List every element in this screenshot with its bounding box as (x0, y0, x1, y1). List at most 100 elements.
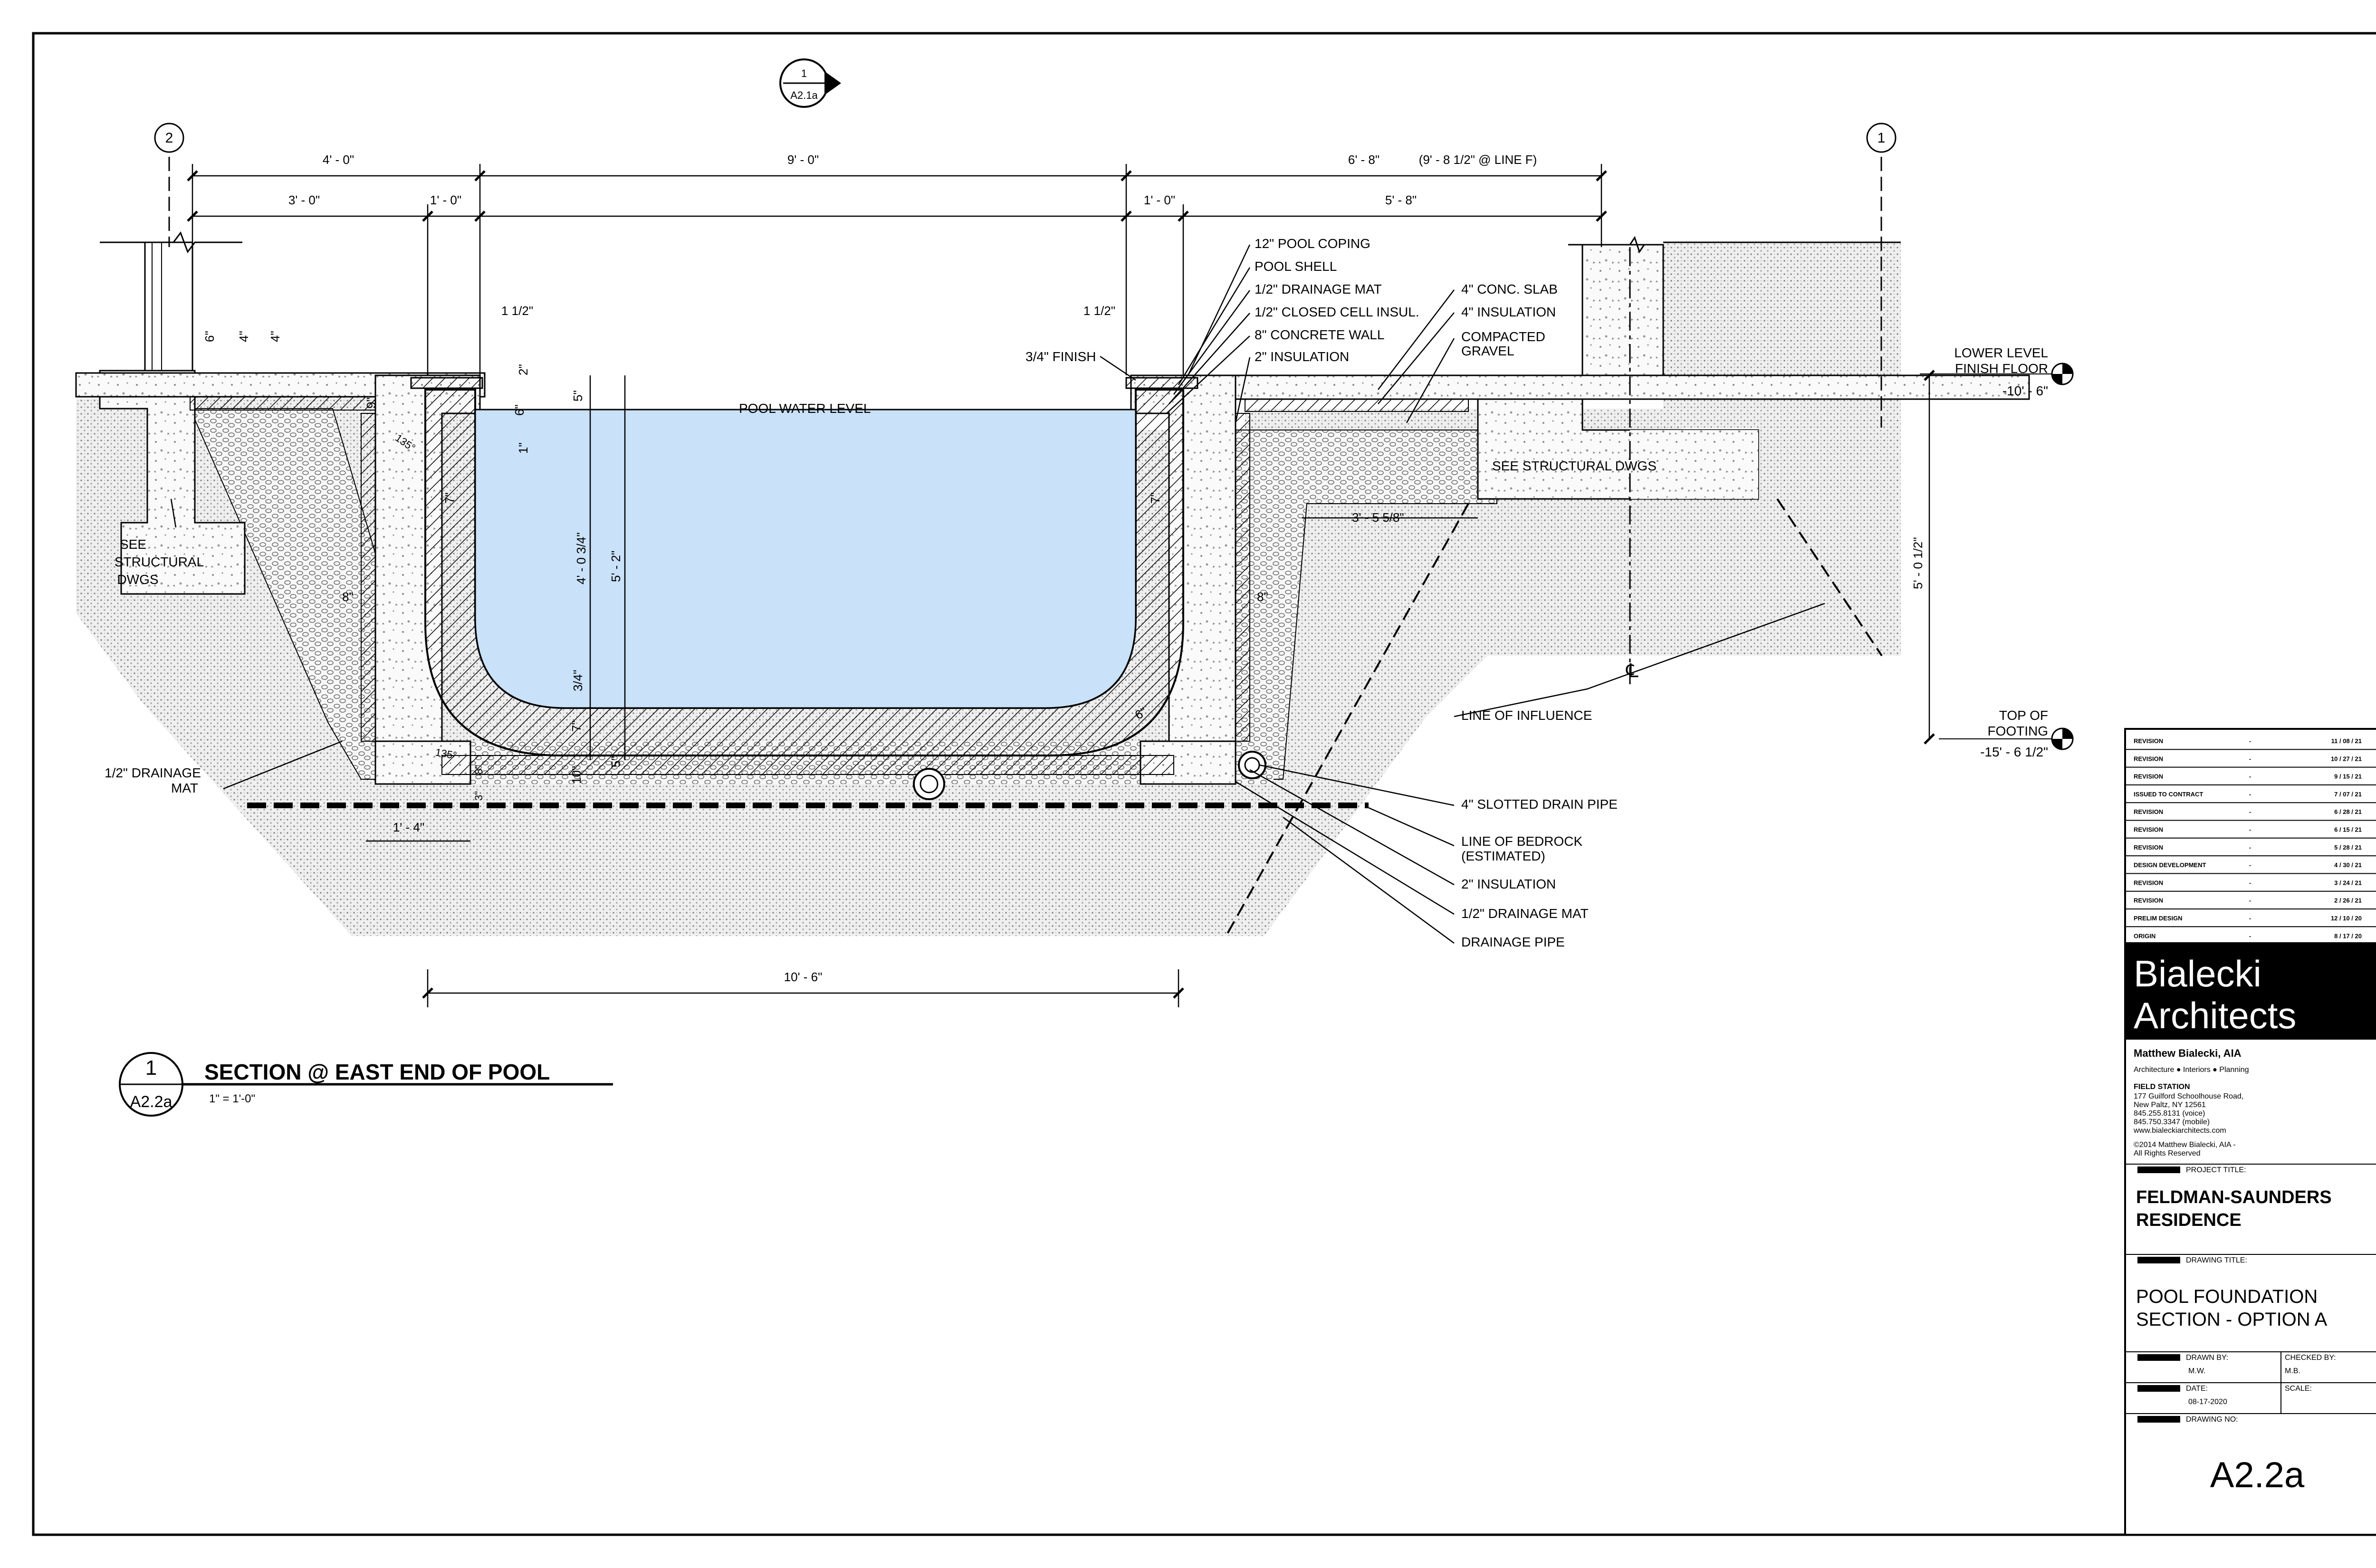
firm-address-2: New Paltz, NY 12561 (2134, 1101, 2206, 1109)
revision-label: REVISION (2134, 737, 2163, 745)
firm-address-3: 845.255.8131 (voice) (2134, 1109, 2205, 1118)
project-title-2: RESIDENCE (2136, 1210, 2242, 1230)
label-concrete-wall: 8" CONCRETE WALL (1255, 327, 1384, 342)
title-block-text: Bialecki Architects Matthew Bialecki, AI… (2133, 953, 2336, 1495)
revision-date: 5 / 28 / 21 (2334, 844, 2362, 851)
checked-by: M.B. (2285, 1367, 2300, 1375)
revision-date: 7 / 07 / 21 (2334, 791, 2362, 798)
dim-7-right: 7" (1148, 492, 1162, 504)
dim-9-0: 9' - 0" (787, 153, 819, 167)
title-block (2124, 728, 2376, 1536)
revision-date: 10 / 27 / 21 (2331, 755, 2362, 762)
firm-name-1: Bialecki (2134, 953, 2261, 994)
dim-5: 5" (571, 390, 585, 402)
grid-bubble-1 (1866, 123, 1897, 153)
label-coping: 12" POOL COPING (1255, 236, 1370, 251)
section-marker-sheet: A2.1a (790, 89, 818, 101)
label-bedrock-2: (ESTIMATED) (1461, 849, 1545, 863)
drawing-number: A2.2a (2210, 1455, 2305, 1495)
revision-date: 3 / 24 / 21 (2334, 879, 2362, 886)
firm-address-1: 177 Guilford Schoolhouse Road, (2134, 1092, 2243, 1100)
firm-services: Architecture ● Interiors ● Planning (2134, 1066, 2249, 1074)
dim-3-4: 3/4" (571, 670, 585, 691)
dim-9: 9" (364, 397, 378, 409)
label-lower-level-elev: -10' - 6" (2002, 383, 2048, 398)
label-drainage-pipe: DRAINAGE PIPE (1461, 935, 1565, 949)
dim-5-2: 5' - 2" (609, 551, 623, 582)
revision-date: 2 / 26 / 21 (2334, 897, 2362, 904)
dim-10: 10" (569, 766, 584, 784)
title-marker-sheet: A2.2a (130, 1093, 172, 1111)
drawing-title-group: 1 A2.2a SECTION @ EAST END OF POOL 1" = … (130, 1056, 550, 1111)
revision-label: ISSUED TO CONTRACT (2134, 791, 2203, 798)
firm-banner (2125, 942, 2376, 1040)
firm-address-4: 845.750.3347 (mobile) (2134, 1118, 2210, 1126)
scale-label: SCALE: (2285, 1385, 2312, 1393)
dim-8-small: 8" (473, 765, 485, 774)
label-lower-level-2: FINISH FLOOR (1955, 361, 2048, 376)
revision-mark: - (2249, 808, 2251, 815)
label-compacted-gravel-1: COMPACTED (1461, 329, 1545, 344)
revision-label: REVISION (2134, 808, 2163, 815)
revision-date: 11 / 08 / 21 (2331, 737, 2362, 745)
firm-address-5: www.bialeckiarchitects.com (2133, 1127, 2226, 1135)
section-marker-number: 1 (801, 67, 807, 79)
dimension-ticks (187, 170, 1935, 999)
label-bedrock-1: LINE OF BEDROCK (1461, 834, 1582, 849)
revision-date: 6 / 28 / 21 (2334, 808, 2362, 815)
dim-10-6: 10' - 6" (784, 970, 823, 984)
label-drainage-mat-bottom: 1/2" DRAINAGE MAT (1461, 906, 1589, 921)
label-top-of-footing-1: TOP OF (1999, 708, 2048, 723)
revision-date: 8 / 17 / 20 (2334, 932, 2362, 939)
drawn-by: M.W. (2188, 1367, 2205, 1375)
dim-1-0-left: 1' - 0" (430, 193, 461, 207)
dim-4-a: 4" (237, 331, 251, 342)
revision-mark: - (2249, 791, 2251, 798)
revision-label: DESIGN DEVELOPMENT (2134, 861, 2206, 869)
firm-principal: Matthew Bialecki, AIA (2134, 1047, 2242, 1059)
line-of-influence (1225, 503, 1469, 937)
label-top-of-footing-2: FOOTING (1987, 724, 2048, 738)
dim-7-bottom: 7" (569, 720, 584, 732)
project-title-label: PROJECT TITLE: (2186, 1166, 2246, 1174)
dim-4-0: 4' - 0" (323, 153, 354, 167)
dim-6-b: 6" (512, 404, 527, 416)
label-see-structural-left-3: DWGS (117, 572, 158, 587)
revision-label: REVISION (2134, 897, 2163, 904)
drawing-no-label: DRAWING NO: (2186, 1415, 2238, 1424)
grid-bubble-2 (154, 123, 184, 153)
annotation-text: POOL WATER LEVEL SEE STRUCTURAL DWGS SEE… (105, 236, 2048, 949)
right-wall-upper (1581, 244, 1664, 376)
firm-office: FIELD STATION (2134, 1083, 2190, 1091)
revision-date: 4 / 30 / 21 (2334, 861, 2362, 869)
revision-mark: - (2249, 915, 2251, 922)
firm-copyright-2: All Rights Reserved (2134, 1149, 2201, 1157)
revision-mark: - (2249, 932, 2251, 939)
revision-date: 9 / 15 / 21 (2334, 773, 2362, 780)
label-top-of-footing-elev: -15' - 6 1/2" (1980, 745, 2048, 759)
revision-label: ORIGIN (2134, 932, 2156, 939)
revision-date: 6 / 15 / 21 (2334, 826, 2362, 833)
grid-label-2: 2 (165, 130, 173, 146)
checked-by-label: CHECKED BY: (2285, 1354, 2336, 1362)
drawing-title-2: SECTION - OPTION A (2136, 1309, 2328, 1330)
dim-8-left: 8" (342, 590, 354, 604)
revision-date: 12 / 10 / 20 (2331, 915, 2362, 922)
label-compacted-gravel-2: GRAVEL (1461, 344, 1514, 358)
revision-mark: - (2249, 897, 2251, 904)
revision-table: REVISION - 11 / 08 / 21 REVISION - 10 / 27 / … (2125, 737, 2376, 945)
revision-mark: - (2249, 844, 2251, 851)
label-slotted-drain: 4" SLOTTED DRAIN PIPE (1461, 797, 1618, 812)
label-see-structural-left-2: STRUCTURAL (115, 555, 204, 569)
dim-5-0-1-2: 5' - 0 1/2" (1911, 537, 1925, 589)
dim-4-b: 4" (268, 331, 282, 342)
label-centerline: ℄ (1626, 660, 1638, 681)
revision-mark: - (2249, 755, 2251, 762)
revision-mark: - (2249, 861, 2251, 869)
title-marker-number: 1 (145, 1056, 157, 1080)
dim-1-1-2-right: 1 1/2" (1083, 304, 1115, 318)
coping-left (410, 377, 483, 389)
dim-1-1-2-left: 1 1/2" (501, 304, 533, 318)
revision-label: REVISION (2134, 755, 2163, 762)
